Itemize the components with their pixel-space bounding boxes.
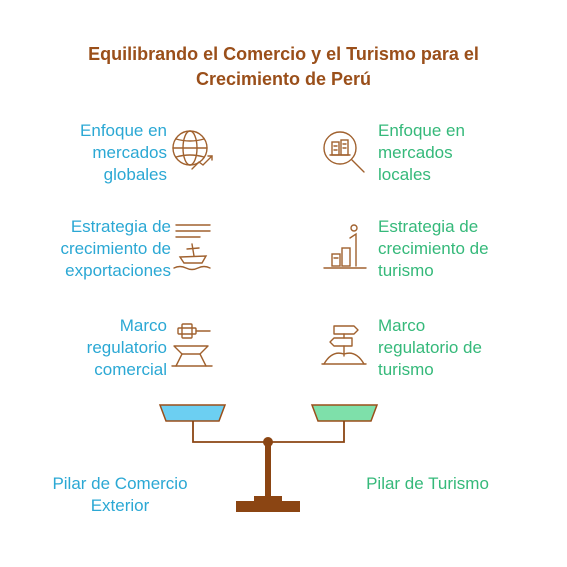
left-item-line: regulatorio xyxy=(86,338,167,357)
growth-chart-icon xyxy=(323,224,367,269)
right-item-line: locales xyxy=(378,165,431,184)
right-item-tourism-regulation: Marco regulatorio de turismo xyxy=(378,315,482,381)
left-item-line: exportaciones xyxy=(65,261,171,280)
left-item-line: Marco xyxy=(119,316,167,335)
left-item-line: Estrategia de xyxy=(70,217,171,236)
left-pan xyxy=(158,404,227,422)
ship-icon xyxy=(173,224,211,271)
pillar-foreign-trade: Pilar de Comercio Exterior xyxy=(30,473,210,517)
right-item-line: crecimiento de xyxy=(378,239,489,258)
page-title: Equilibrando el Comercio y el Turismo pa… xyxy=(0,42,567,92)
signpost-icon xyxy=(321,325,367,365)
right-item-local-markets: Enfoque en mercados locales xyxy=(378,120,465,186)
right-item-tourism-strategy: Estrategia de crecimiento de turismo xyxy=(378,216,489,282)
title-line-1: Equilibrando el Comercio y el Turismo pa… xyxy=(88,44,479,64)
title-line-2: Crecimiento de Perú xyxy=(195,69,372,89)
left-item-line: crecimiento de xyxy=(60,239,171,258)
globe-growth-icon xyxy=(172,130,213,170)
pillar-line: Pilar de Turismo xyxy=(366,474,489,493)
left-item-export-strategy: Estrategia de crecimiento de exportacion… xyxy=(60,216,171,282)
left-item-line: comercial xyxy=(94,360,167,379)
right-item-line: Enfoque en xyxy=(378,121,465,140)
pillar-tourism: Pilar de Turismo xyxy=(345,473,510,495)
pillar-line: Exterior xyxy=(90,496,150,515)
right-pan xyxy=(310,404,379,422)
right-item-line: Estrategia de xyxy=(378,217,479,236)
gavel-icon xyxy=(171,323,213,367)
scale-base-top xyxy=(254,496,282,501)
left-item-line: Enfoque en xyxy=(80,121,167,140)
magnifier-market-icon xyxy=(323,131,365,173)
left-item-trade-regulation: Marco regulatorio comercial xyxy=(87,315,167,381)
left-item-global-markets: Enfoque en mercados globales xyxy=(80,120,167,186)
right-item-line: regulatorio de xyxy=(378,338,482,357)
left-item-line: mercados xyxy=(92,143,167,162)
scale-post xyxy=(265,442,271,498)
left-item-line: globales xyxy=(103,165,167,184)
right-item-line: mercados xyxy=(378,143,453,162)
right-item-line: turismo xyxy=(378,261,434,280)
right-item-line: turismo xyxy=(378,360,434,379)
scale-base xyxy=(236,501,300,512)
right-item-line: Marco xyxy=(378,316,426,335)
pillar-line: Pilar de Comercio xyxy=(52,474,188,493)
